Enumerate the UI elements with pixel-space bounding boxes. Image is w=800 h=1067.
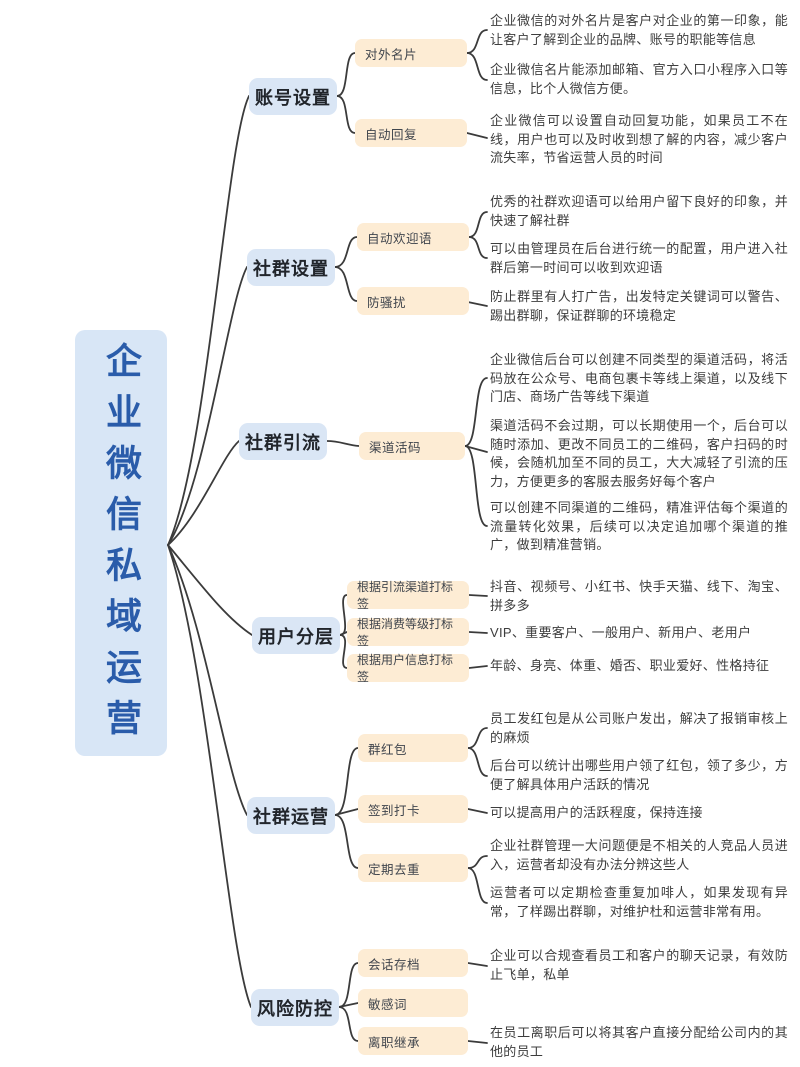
leaf-note[interactable]: 企业可以合规查看员工和客户的聊天记录，有效防止飞单，私单 <box>490 948 788 982</box>
leaf-note[interactable]: 企业微信名片能添加邮箱、官方入口小程序入口等信息，比个人微信方便。 <box>490 62 788 96</box>
sub-chat-archive[interactable]: 会话存档 <box>358 949 468 977</box>
sub-tag-by-spend-level[interactable]: 根据消费等级打标签 <box>347 617 469 648</box>
leaf-note[interactable]: 企业社群管理一大问题便是不相关的人竞品人员进入，运营者却没有办法分辨这些人 <box>490 838 788 872</box>
sub-auto-welcome[interactable]: 自动欢迎语 <box>357 223 469 251</box>
sub-channel-live-code[interactable]: 渠道活码 <box>359 432 465 460</box>
sub-tag-by-user-info[interactable]: 根据用户信息打标签 <box>347 653 469 684</box>
branch-account-settings[interactable]: 账号设置 <box>249 78 337 115</box>
leaf-note[interactable]: 企业微信可以设置自动回复功能，如果员工不在线，用户也可以及时收到想了解的内容，减… <box>490 113 788 165</box>
sub-auto-reply[interactable]: 自动回复 <box>355 119 467 147</box>
leaf-note[interactable]: 员工发红包是从公司账户发出，解决了报销审核上的麻烦 <box>490 711 788 745</box>
leaf-note[interactable]: 企业微信的对外名片是客户对企业的第一印象，能让客户了解到企业的品牌、账号的职能等… <box>490 13 788 47</box>
branch-community-operation[interactable]: 社群运营 <box>247 797 335 834</box>
sub-resign-inherit[interactable]: 离职继承 <box>358 1027 468 1055</box>
branch-user-segmentation[interactable]: 用户分层 <box>252 617 340 654</box>
sub-external-card[interactable]: 对外名片 <box>355 39 467 67</box>
sub-periodic-dedup[interactable]: 定期去重 <box>358 854 468 882</box>
sub-check-in[interactable]: 签到打卡 <box>358 795 468 823</box>
leaf-note[interactable]: VIP、重要客户、一般用户、新用户、老用户 <box>490 625 752 640</box>
root-node-label: 企业微信私域运营 <box>101 342 142 750</box>
branch-community-settings[interactable]: 社群设置 <box>247 249 335 286</box>
branch-to-sub-connectors <box>326 52 360 1042</box>
root-to-branch-connectors <box>167 95 253 1008</box>
leaf-note[interactable]: 在员工离职后可以将其客户直接分配给公司内的其他的员工 <box>490 1025 788 1059</box>
leaf-note[interactable]: 优秀的社群欢迎语可以给用户留下良好的印象，并快速了解社群 <box>490 194 788 228</box>
leaf-note[interactable]: 抖音、视频号、小红书、快手天猫、线下、淘宝、拼多多 <box>490 579 788 613</box>
leaf-note[interactable]: 后台可以统计出哪些用户领了红包，领了多少，方便了解具体用户活跃的情况 <box>490 758 788 792</box>
branch-risk-control[interactable]: 风险防控 <box>251 989 339 1026</box>
leaf-note[interactable]: 企业微信后台可以创建不同类型的渠道活码，将活码放在公众号、电商包裹卡等线上渠道，… <box>490 352 788 404</box>
leaf-note[interactable]: 运营者可以定期检查重复加啡人，如果发现有异常，了样踢出群聊，对维护杜和运营非常有… <box>490 885 788 919</box>
leaf-note[interactable]: 渠道活码不会过期，可以长期使用一个，后台可以随时添加、更改不同员工的二维码，客户… <box>490 418 788 489</box>
sub-group-red-packet[interactable]: 群红包 <box>358 734 468 762</box>
leaf-note[interactable]: 可以提高用户的活跃程度，保持连接 <box>490 805 703 820</box>
sub-anti-spam[interactable]: 防骚扰 <box>357 287 469 315</box>
root-node[interactable]: 企业微信私域运营 <box>75 330 167 756</box>
branch-community-acquisition[interactable]: 社群引流 <box>239 423 327 460</box>
sub-tag-by-channel[interactable]: 根据引流渠道打标签 <box>347 580 469 611</box>
leaf-note[interactable]: 可以创建不同渠道的二维码，精准评估每个渠道的流量转化效果，后续可以决定追加哪个渠… <box>490 500 788 552</box>
sub-sensitive-words[interactable]: 敏感词 <box>358 989 468 1017</box>
leaf-note[interactable]: 防止群里有人打广告，出发特定关键词可以警告、踢出群聊，保证群聊的环境稳定 <box>490 289 788 323</box>
leaf-note[interactable]: 可以由管理员在后台进行统一的配置，用户进入社群后第一时间可以收到欢迎语 <box>490 241 788 275</box>
leaf-note[interactable]: 年龄、身亮、体重、婚否、职业爱好、性格持征 <box>490 658 770 673</box>
sub-to-leaf-connectors <box>462 29 488 1044</box>
